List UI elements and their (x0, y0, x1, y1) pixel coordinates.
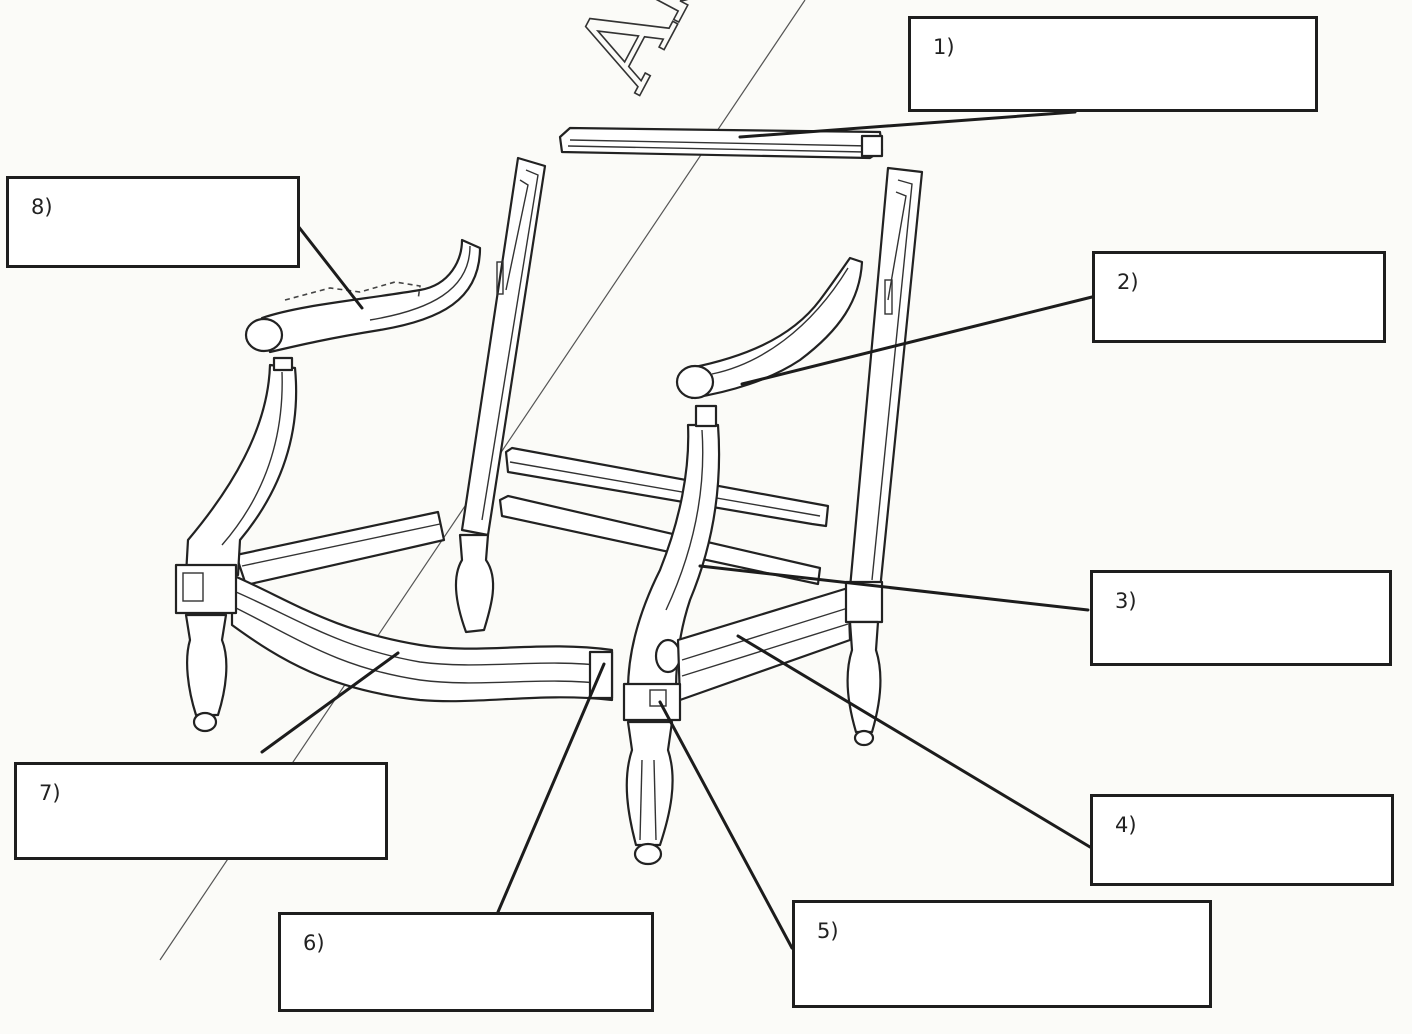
back-seat-rails (498, 446, 830, 586)
left-back-post (460, 156, 547, 537)
leader-line-7 (260, 651, 400, 754)
leader-line-2 (740, 295, 1094, 386)
left-side-seat-rail (234, 510, 446, 587)
leader-line-1 (738, 110, 1077, 139)
label-box-8: 8) (6, 176, 300, 268)
left-back-leg (454, 533, 495, 634)
label-number: 4) (1115, 813, 1137, 837)
label-answer-input[interactable] (303, 969, 637, 997)
label-number: 5) (817, 919, 839, 943)
label-box-1: 1) (908, 16, 1318, 112)
leader-lines (260, 110, 1094, 950)
label-answer-input[interactable] (1115, 623, 1375, 651)
leader-line-8 (296, 224, 364, 310)
left-front-arm-support (184, 356, 298, 577)
left-front-leg (174, 563, 238, 733)
label-box-4: 4) (1090, 794, 1394, 886)
label-answer-input[interactable] (1117, 300, 1369, 328)
label-number: 7) (39, 781, 61, 805)
handwritten-note: Ab (549, 0, 733, 108)
leader-line-3 (698, 564, 1090, 612)
label-box-7: 7) (14, 762, 388, 860)
leader-line-5 (658, 700, 794, 950)
label-answer-input[interactable] (933, 69, 1301, 97)
front-seat-rail (230, 573, 614, 703)
top-back-rail (558, 126, 884, 160)
label-answer-input[interactable] (817, 965, 1195, 993)
label-number: 8) (31, 195, 53, 219)
right-side-seat-rail (676, 586, 852, 702)
label-answer-input[interactable] (1115, 843, 1377, 871)
leader-line-4 (736, 634, 1092, 849)
right-back-post (848, 166, 924, 592)
label-number: 3) (1115, 589, 1137, 613)
label-box-3: 3) (1090, 570, 1392, 666)
right-back-leg (844, 580, 884, 747)
label-box-6: 6) (278, 912, 654, 1012)
label-answer-input[interactable] (31, 225, 283, 253)
label-number: 6) (303, 931, 325, 955)
label-number: 2) (1117, 270, 1139, 294)
right-front-leg (622, 682, 682, 866)
label-number: 1) (933, 35, 955, 59)
label-box-5: 5) (792, 900, 1212, 1008)
label-box-2: 2) (1092, 251, 1386, 343)
label-answer-input[interactable] (39, 817, 371, 845)
leader-line-6 (496, 662, 606, 914)
right-front-arm-support (626, 404, 721, 692)
